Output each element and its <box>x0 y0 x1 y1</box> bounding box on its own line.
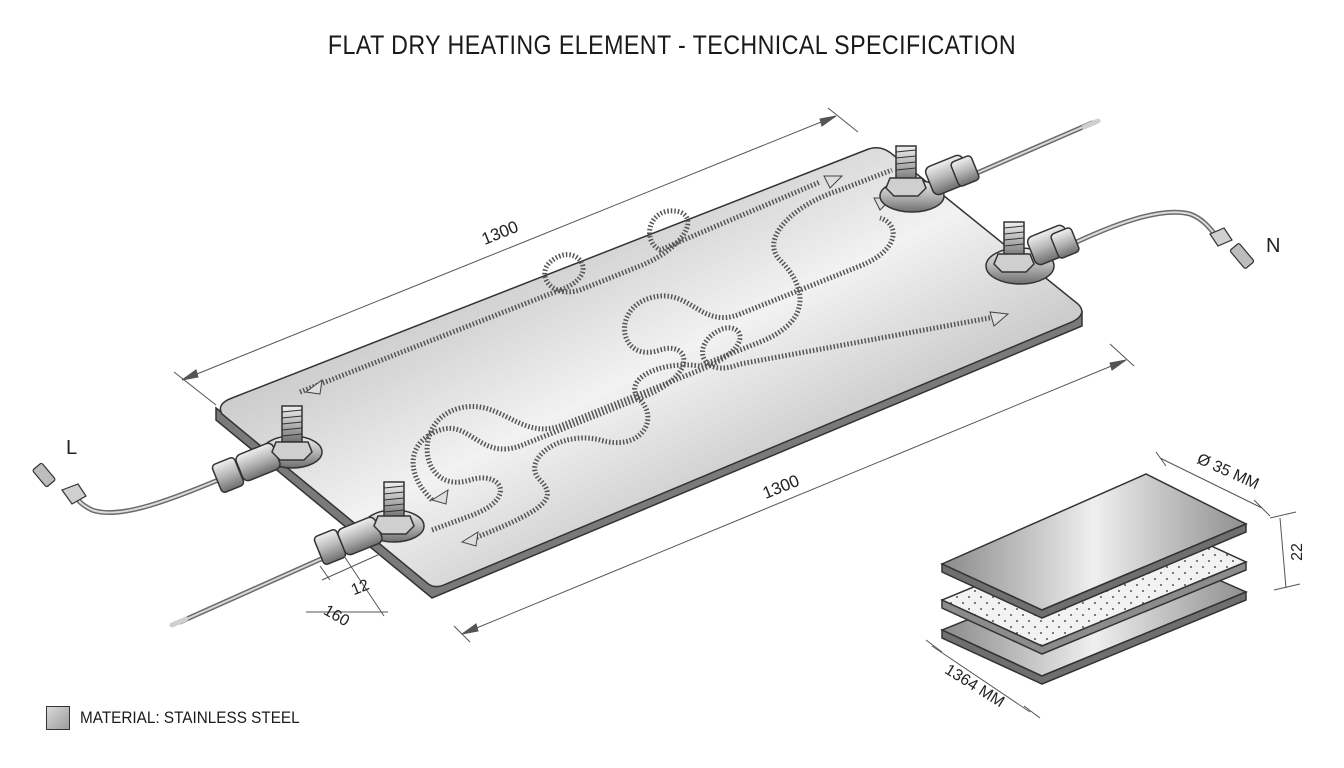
dimension-top-length-label: 1300 <box>479 217 521 249</box>
terminal-top-right <box>879 145 980 213</box>
wire-end-right <box>1209 227 1255 269</box>
layer-inset <box>940 473 1248 685</box>
inset-dimensions <box>925 451 1301 719</box>
terminal-top-left <box>211 405 323 493</box>
heating-coil <box>299 167 1001 543</box>
legend: MATERIAL: STAINLESS STEEL <box>46 705 324 731</box>
inset-length-label: 1364 MM <box>942 661 1008 711</box>
dimension-bottom-length <box>453 343 1135 643</box>
dimension-terminal-offset: 160 <box>320 602 352 630</box>
dimension-bottom-length-label: 1300 <box>760 471 802 503</box>
legend-label: MATERIAL: STAINLESS STEEL <box>80 708 300 727</box>
wire-end-left <box>32 462 87 505</box>
terminal-right <box>985 221 1080 285</box>
terminal-label-n: N <box>1266 235 1280 257</box>
lead-wires <box>73 118 1223 628</box>
heating-plate <box>215 147 1083 599</box>
terminal-bottom-left <box>313 481 425 565</box>
legend-swatch <box>46 706 70 730</box>
dimension-top-length <box>173 107 859 406</box>
terminal-label-l: L <box>66 437 77 459</box>
inset-diameter-label: Ø 35 MM <box>1194 451 1261 493</box>
dimension-terminal-small: 12 <box>349 577 372 599</box>
inset-thickness-label: 22 <box>1289 543 1306 561</box>
dimension-terminal <box>306 553 388 617</box>
page-title: FLAT DRY HEATING ELEMENT - TECHNICAL SPE… <box>327 30 1017 60</box>
